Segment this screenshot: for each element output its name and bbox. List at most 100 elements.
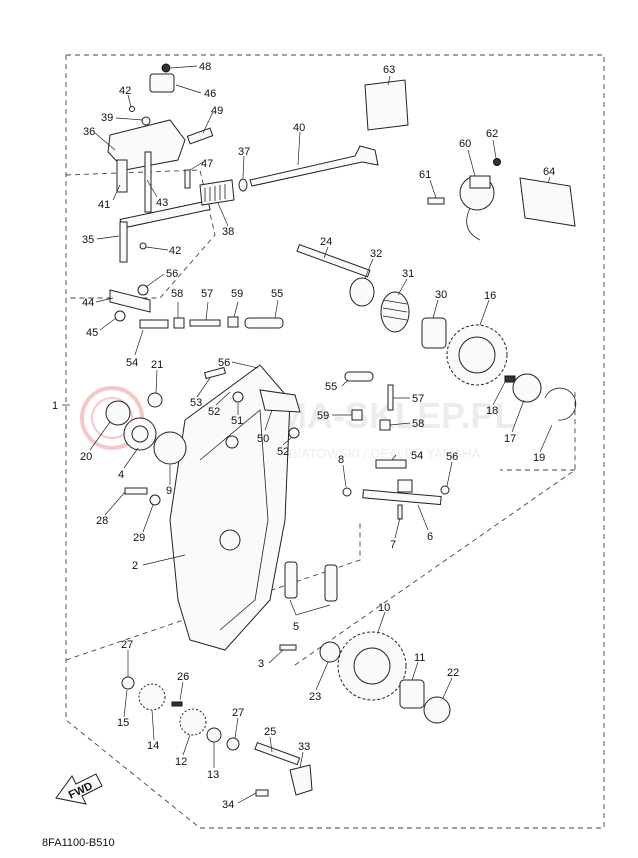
fwd-arrow: FWD: [55, 773, 103, 805]
bolt-28: [124, 487, 148, 495]
callout-8: 8: [338, 454, 344, 466]
nut-62: [493, 158, 501, 166]
leader-5: [289, 599, 331, 616]
leader-28: [104, 491, 126, 516]
callout-32: 32: [370, 248, 382, 260]
shaft-35-stem: [119, 221, 128, 263]
leader-44: [95, 297, 114, 303]
callout-61: 61: [419, 169, 431, 181]
washer-52c: [288, 427, 300, 439]
leader-19: [539, 424, 553, 453]
washer-52: [225, 435, 239, 449]
shaft-6: [362, 489, 442, 506]
leader-42b: [145, 246, 169, 251]
washer-45: [114, 310, 126, 322]
lower-small-gears: [121, 676, 313, 797]
sensor-60-tab: [469, 175, 491, 189]
callout-7: 7: [390, 539, 396, 551]
leader-38: [217, 202, 229, 227]
callout-9: 9: [166, 485, 172, 497]
leader-54a: [134, 329, 144, 356]
pin-26: [171, 701, 183, 707]
callout-16: 16: [484, 290, 496, 302]
case-2-rim: [199, 409, 269, 631]
bolt-49: [186, 127, 214, 145]
callout-63: 63: [383, 64, 395, 76]
leader-36: [94, 132, 116, 151]
watermark-logo-inner: [91, 397, 133, 439]
callout-47: 47: [201, 158, 213, 170]
nut-59: [227, 316, 239, 328]
rod-end-54b: [375, 459, 407, 469]
leader-52b: [282, 437, 292, 446]
bolt-57: [189, 319, 221, 327]
callout-39: 39: [101, 112, 113, 124]
pin-39: [141, 116, 151, 126]
callouts: 1 2 3 4 5 6 7 8 9 10 11 12 13 14 15 16 1…: [52, 61, 555, 811]
nut-58: [173, 317, 185, 329]
washer-23: [319, 641, 341, 663]
callout-51: 51: [231, 415, 243, 427]
leader-56c: [446, 461, 453, 487]
leader-48: [170, 65, 198, 69]
nut-48: [161, 63, 171, 73]
rod-end-54: [139, 319, 169, 329]
callout-48: 48: [199, 61, 211, 73]
bearing-11: [399, 679, 425, 709]
shaft-6-arm: [397, 479, 413, 493]
case-2: [169, 364, 291, 651]
collar-13: [206, 727, 222, 743]
leader-2: [142, 554, 186, 566]
spring-38-coils: [204, 184, 226, 202]
callout-24: 24: [320, 236, 332, 248]
leader-54b: [391, 454, 397, 461]
callout-15: 15: [117, 717, 129, 729]
leader-55a: [274, 299, 279, 319]
callout-35: 35: [82, 234, 94, 246]
callout-45: 45: [86, 327, 98, 339]
callout-52a: 52: [208, 406, 220, 418]
gear-10-hub: [353, 647, 391, 685]
link-5b: [324, 564, 338, 602]
bolt-53: [203, 366, 227, 380]
callout-37: 37: [238, 146, 250, 158]
leader-6: [417, 504, 429, 531]
leader-7: [394, 517, 401, 539]
leader-22: [442, 677, 453, 699]
leader-64: [547, 176, 551, 184]
spring-31: [380, 291, 410, 333]
callout-14: 14: [147, 740, 159, 752]
gear-area-box: [294, 390, 576, 666]
collar-32: [349, 277, 375, 307]
callout-41: 41: [98, 199, 110, 211]
callout-43: 43: [156, 197, 168, 209]
case-boss: [219, 529, 241, 551]
leader-25: [269, 736, 273, 753]
callout-10: 10: [378, 602, 390, 614]
callout-53: 53: [190, 397, 202, 409]
callout-22: 22: [447, 667, 459, 679]
leader-12: [182, 734, 191, 756]
leader-27b: [234, 717, 239, 739]
bracket-46: [149, 73, 175, 93]
leader-23: [315, 661, 329, 691]
callout-27b: 27: [232, 707, 244, 719]
callout-56c: 56: [446, 451, 458, 463]
drive-gear-assembly: [296, 243, 577, 421]
output-gear-assembly: [319, 631, 451, 724]
callout-50: 50: [257, 433, 269, 445]
callout-59b: 59: [317, 410, 329, 422]
callout-19: 19: [533, 452, 545, 464]
leader-21: [155, 369, 158, 394]
pin-3: [279, 644, 297, 651]
bearing-4-inner: [131, 425, 149, 443]
leader-18: [492, 381, 506, 406]
leader-61: [429, 179, 437, 199]
leader-41: [112, 184, 121, 201]
callout-54a: 54: [126, 357, 138, 369]
label-63: [364, 79, 409, 131]
leader-10: [377, 611, 386, 633]
fwd-arrow-icon: [55, 773, 103, 805]
callout-25: 25: [264, 726, 276, 738]
